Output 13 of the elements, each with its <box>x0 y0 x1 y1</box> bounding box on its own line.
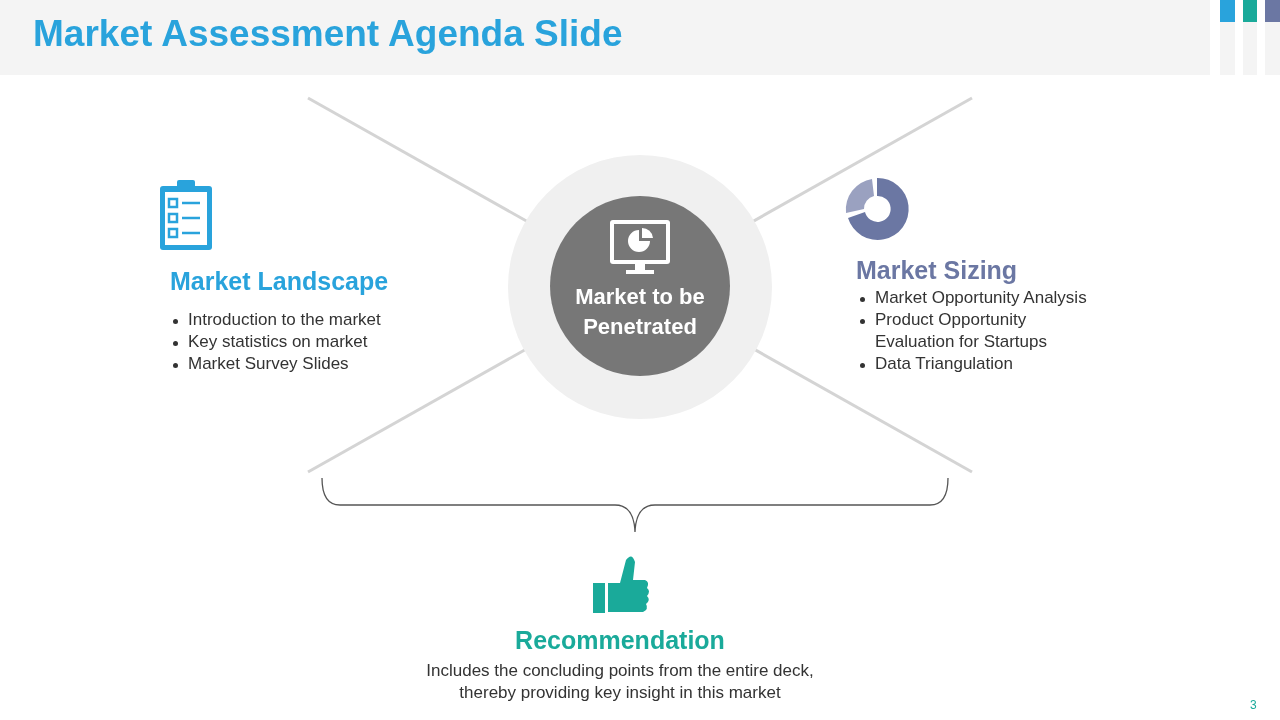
description-text: Includes the concluding points from the entire deck, thereby providing key insight in this market <box>425 660 815 705</box>
section-heading: Recommendation <box>514 625 726 656</box>
bullet-item: Market Survey Slides <box>188 353 350 375</box>
bullet-item: Market Opportunity Analysis <box>875 287 1088 309</box>
hub-label: Market to be Penetrated <box>574 283 706 341</box>
section-heading: Market Landscape <box>170 266 390 297</box>
page-number: 3 <box>1250 698 1258 714</box>
section-heading: Market Sizing <box>856 255 1019 286</box>
bullet-item: Data Triangulation <box>875 353 1014 375</box>
bullet-item: Introduction to the market <box>188 309 382 331</box>
slide-title: Market Assessment Agenda Slide <box>33 12 623 56</box>
bullet-item: Product Opportunity Evaluation for Startups <box>875 309 1048 354</box>
bullet-item: Key statistics on market <box>188 331 369 353</box>
